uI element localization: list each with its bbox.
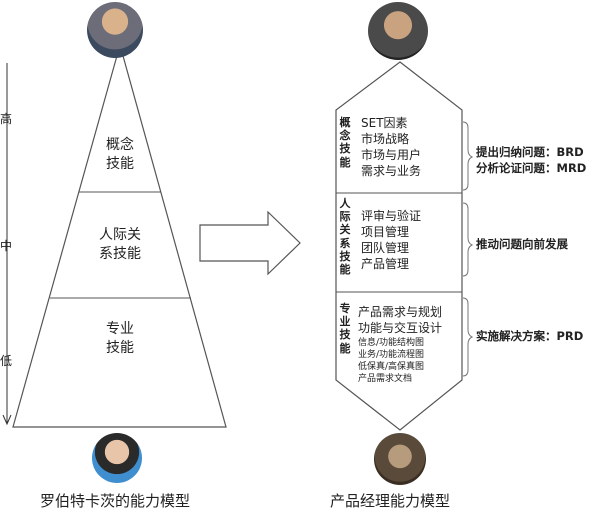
- skill-subitem: 低保真/高保真图: [358, 362, 425, 372]
- tier-concept-line1: 概念: [106, 137, 134, 153]
- skill-item: 市场与用户: [361, 148, 422, 162]
- pyramid-tier-professional: 专业 技能: [85, 320, 155, 358]
- skill-item: 团队管理: [361, 241, 410, 255]
- label-char: 念: [339, 129, 351, 143]
- hexagon-outline: [335, 61, 463, 431]
- note-mrd: 分析论证问题：MRD: [476, 161, 587, 175]
- avatar-top-right: [368, 2, 428, 60]
- brace-concept: [462, 121, 474, 191]
- skill-item: 功能与交互设计: [358, 321, 443, 335]
- tier-professional-line1: 专业: [106, 321, 134, 337]
- skill-item: 需求与业务: [361, 164, 422, 178]
- skill-item: 评审与验证: [361, 209, 422, 223]
- brace-interpersonal: [462, 202, 474, 277]
- section-professional-label: 专 业 技 能: [336, 302, 354, 355]
- level-high-label: 高: [0, 112, 13, 126]
- label-char: 人: [339, 197, 351, 210]
- label-char: 技: [339, 142, 351, 156]
- section-interpersonal-label: 人 际 关 系 技 能: [336, 197, 354, 276]
- pyramid-tier-interpersonal: 人际关 系技能: [80, 226, 160, 264]
- skill-subitem: 信息/功能结构图: [358, 338, 425, 348]
- tier-concept-line2: 技能: [106, 155, 134, 172]
- label-char: 关: [339, 223, 351, 237]
- label-char: 技: [339, 249, 351, 263]
- label-char: 能: [339, 262, 351, 276]
- label-char: 系: [339, 236, 351, 250]
- avatar-bottom-right: [374, 433, 426, 485]
- transition-arrow: [199, 210, 301, 276]
- level-mid-label: 中: [0, 239, 13, 253]
- label-char: 际: [339, 210, 351, 224]
- pyramid-outline: [12, 42, 227, 428]
- label-char: 能: [339, 155, 351, 169]
- section-concept-label: 概 念 技 能: [336, 116, 354, 169]
- skill-subitem: 业务/功能流程图: [358, 350, 425, 360]
- note-prd: 实施解决方案：PRD: [476, 329, 584, 343]
- skill-item: SET因素: [361, 116, 408, 130]
- tier-interpersonal-line2: 系技能: [99, 245, 141, 262]
- label-char: 概: [339, 116, 351, 129]
- pyramid-tier-concept: 概念 技能: [85, 136, 155, 174]
- avatar-top-left: [87, 2, 143, 58]
- note-brd: 提出归纳问题：BRD: [476, 145, 584, 159]
- skill-subitem: 产品需求文档: [358, 374, 413, 384]
- tier-professional-line2: 技能: [106, 339, 134, 356]
- skill-item: 市场战略: [361, 132, 410, 146]
- caption-left-model: 罗伯特卡茨的能力模型: [40, 492, 191, 510]
- label-char: 能: [339, 341, 351, 355]
- caption-right-model: 产品经理能力模型: [330, 492, 451, 510]
- skill-item: 产品需求与规划: [358, 305, 443, 319]
- skill-item: 项目管理: [361, 225, 410, 239]
- tier-interpersonal-line1: 人际关: [99, 227, 141, 243]
- brace-professional: [462, 297, 474, 377]
- label-char: 业: [339, 315, 351, 329]
- label-char: 专: [339, 302, 351, 315]
- avatar-bottom-left: [92, 433, 142, 483]
- label-char: 技: [339, 328, 351, 342]
- skill-item: 产品管理: [361, 257, 410, 271]
- note-drive: 推动问题向前发展: [476, 237, 568, 251]
- level-axis-arrowhead: [2, 414, 12, 426]
- level-low-label: 低: [0, 354, 13, 368]
